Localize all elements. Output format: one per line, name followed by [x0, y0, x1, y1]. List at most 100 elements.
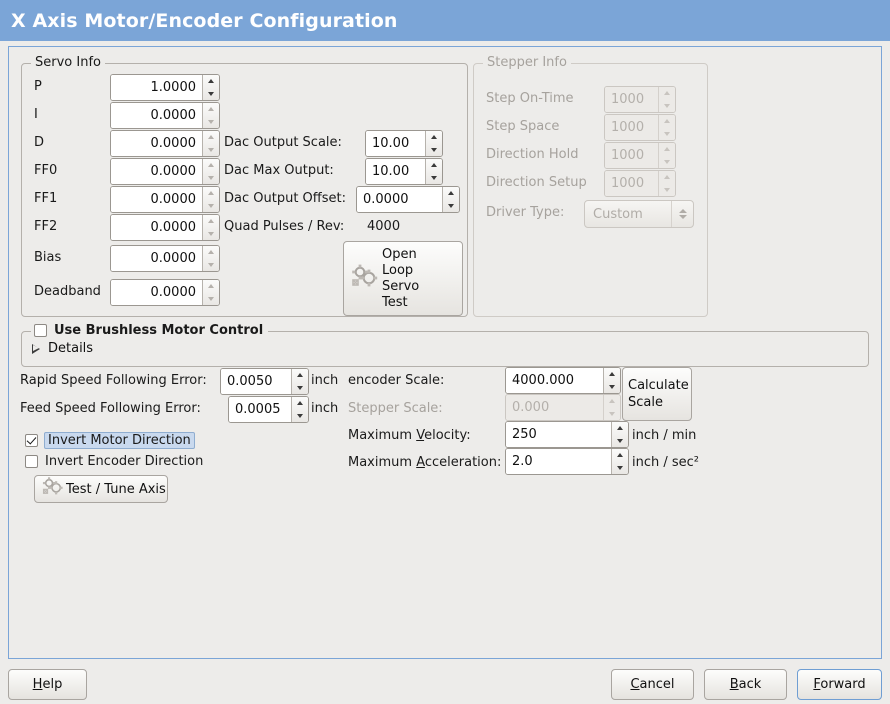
servo-deadband-value[interactable]: 0.0000: [111, 280, 202, 305]
servo-bias-stepper[interactable]: [202, 246, 219, 271]
servo-deadband-spinbox[interactable]: 0.0000: [110, 279, 220, 306]
direction-setup-value[interactable]: 1000: [605, 171, 658, 196]
open-loop-servo-test-button[interactable]: Open Loop Servo Test: [343, 241, 463, 316]
maximum-velocity-value[interactable]: 250: [506, 422, 611, 447]
spin-up-icon[interactable]: [203, 187, 219, 200]
servo-d-stepper[interactable]: [202, 131, 219, 156]
spin-up-icon[interactable]: [612, 422, 628, 435]
servo-i-value[interactable]: 0.0000: [111, 103, 202, 128]
feed-error-stepper[interactable]: [291, 397, 308, 422]
servo-p-stepper[interactable]: [202, 75, 219, 100]
spin-down-icon[interactable]: [203, 200, 219, 213]
direction-hold-spinbox[interactable]: 1000: [604, 142, 676, 169]
step-on-time-spinbox[interactable]: 1000: [604, 86, 676, 113]
invert-motor-direction-checkbox[interactable]: Invert Motor Direction: [25, 432, 195, 449]
servo-i-spinbox[interactable]: 0.0000: [110, 102, 220, 129]
dac-output-scale-value[interactable]: 10.00: [366, 131, 425, 156]
spin-down-icon[interactable]: [203, 228, 219, 241]
feed-speed-following-error-spinbox[interactable]: 0.0005: [228, 396, 309, 423]
spin-up-icon[interactable]: [659, 143, 675, 156]
details-expander[interactable]: Details: [30, 341, 93, 356]
spin-up-icon[interactable]: [426, 131, 442, 144]
spin-down-icon[interactable]: [612, 435, 628, 448]
feed-speed-following-error-value[interactable]: 0.0005: [229, 397, 291, 422]
forward-button[interactable]: Forward: [797, 669, 882, 700]
encoder-scale-value[interactable]: 4000.000: [506, 368, 603, 393]
spin-up-icon[interactable]: [659, 115, 675, 128]
spin-up-icon[interactable]: [443, 187, 459, 200]
stepper-scale-value[interactable]: 0.000: [506, 395, 603, 420]
spin-down-icon[interactable]: [659, 184, 675, 197]
rapid-error-stepper[interactable]: [291, 369, 308, 394]
spin-down-icon[interactable]: [659, 156, 675, 169]
servo-deadband-stepper[interactable]: [202, 280, 219, 305]
rapid-speed-following-error-value[interactable]: 0.0050: [221, 369, 291, 394]
dac-max-output-value[interactable]: 10.00: [366, 159, 425, 184]
back-button[interactable]: Back: [704, 669, 787, 700]
spin-up-icon[interactable]: [659, 171, 675, 184]
dac-output-offset-spinbox[interactable]: 0.0000: [356, 186, 460, 213]
direction-hold-value[interactable]: 1000: [605, 143, 658, 168]
spin-up-icon[interactable]: [203, 280, 219, 293]
maximum-acceleration-value[interactable]: 2.0: [506, 449, 611, 474]
spin-down-icon[interactable]: [203, 144, 219, 157]
maximum-velocity-stepper[interactable]: [611, 422, 628, 447]
spin-down-icon[interactable]: [203, 88, 219, 101]
dac-output-scale-spinbox[interactable]: 10.00: [365, 130, 443, 157]
spin-up-icon[interactable]: [203, 75, 219, 88]
spin-down-icon[interactable]: [443, 200, 459, 213]
maximum-acceleration-stepper[interactable]: [611, 449, 628, 474]
checkbox-box[interactable]: [25, 455, 38, 468]
test-tune-axis-button[interactable]: Test / Tune Axis: [34, 475, 168, 503]
encoder-scale-stepper[interactable]: [603, 368, 620, 393]
step-space-spinbox[interactable]: 1000: [604, 114, 676, 141]
spin-up-icon[interactable]: [426, 159, 442, 172]
servo-ff0-stepper[interactable]: [202, 159, 219, 184]
rapid-speed-following-error-spinbox[interactable]: 0.0050: [220, 368, 309, 395]
maximum-velocity-spinbox[interactable]: 250: [505, 421, 629, 448]
spin-down-icon[interactable]: [292, 382, 308, 395]
spin-down-icon[interactable]: [426, 172, 442, 185]
spin-down-icon[interactable]: [604, 381, 620, 394]
spin-down-icon[interactable]: [659, 128, 675, 141]
servo-ff0-spinbox[interactable]: 0.0000: [110, 158, 220, 185]
chevron-updown-icon[interactable]: [671, 201, 693, 227]
spin-up-icon[interactable]: [203, 103, 219, 116]
spin-down-icon[interactable]: [203, 172, 219, 185]
spin-down-icon[interactable]: [292, 410, 308, 423]
dac-output-offset-stepper[interactable]: [442, 187, 459, 212]
servo-ff2-value[interactable]: 0.0000: [111, 215, 202, 240]
spin-down-icon[interactable]: [203, 259, 219, 272]
dac-max-output-stepper[interactable]: [425, 159, 442, 184]
servo-p-spinbox[interactable]: 1.0000: [110, 74, 220, 101]
dac-output-offset-value[interactable]: 0.0000: [357, 187, 442, 212]
dac-max-output-spinbox[interactable]: 10.00: [365, 158, 443, 185]
servo-d-value[interactable]: 0.0000: [111, 131, 202, 156]
spin-up-icon[interactable]: [203, 159, 219, 172]
spin-up-icon[interactable]: [604, 395, 620, 408]
servo-ff1-value[interactable]: 0.0000: [111, 187, 202, 212]
direction-setup-stepper[interactable]: [658, 171, 675, 196]
spin-up-icon[interactable]: [612, 449, 628, 462]
help-button[interactable]: Help: [8, 669, 87, 700]
direction-setup-spinbox[interactable]: 1000: [604, 170, 676, 197]
driver-type-select[interactable]: Custom: [584, 200, 694, 228]
use-brushless-motor-control-checkbox[interactable]: Use Brushless Motor Control: [31, 323, 269, 338]
spin-up-icon[interactable]: [203, 246, 219, 259]
checkbox-box[interactable]: [34, 324, 47, 337]
spin-down-icon[interactable]: [203, 293, 219, 306]
spin-up-icon[interactable]: [659, 87, 675, 100]
spin-down-icon[interactable]: [203, 116, 219, 129]
spin-down-icon[interactable]: [604, 408, 620, 421]
spin-up-icon[interactable]: [203, 131, 219, 144]
checkbox-box[interactable]: [25, 434, 38, 447]
chevron-right-icon[interactable]: [32, 343, 40, 354]
servo-ff2-spinbox[interactable]: 0.0000: [110, 214, 220, 241]
spin-up-icon[interactable]: [292, 397, 308, 410]
spin-up-icon[interactable]: [203, 215, 219, 228]
servo-ff0-value[interactable]: 0.0000: [111, 159, 202, 184]
stepper-scale-stepper[interactable]: [603, 395, 620, 420]
spin-down-icon[interactable]: [659, 100, 675, 113]
step-on-time-stepper[interactable]: [658, 87, 675, 112]
spin-up-icon[interactable]: [604, 368, 620, 381]
